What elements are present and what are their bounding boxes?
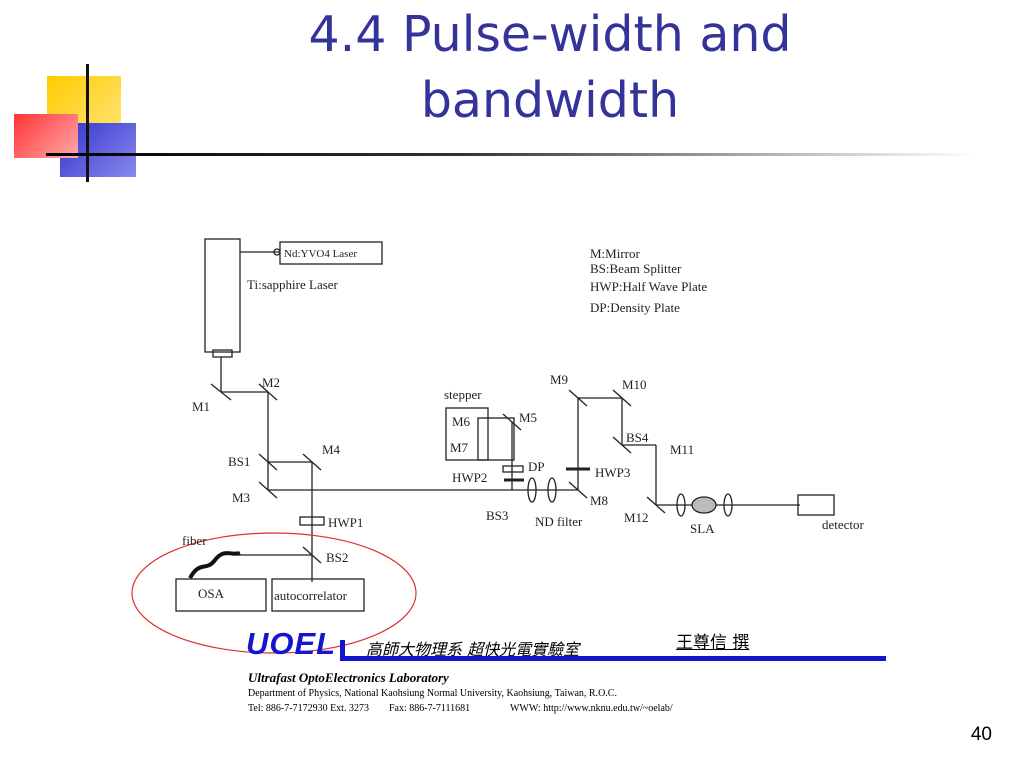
slide-title: 4.4 Pulse-width and bandwidth	[180, 2, 920, 134]
title-line-1: 4.4 Pulse-width and	[308, 6, 792, 63]
logo-hook	[340, 640, 345, 661]
legend-half-wave-plate: HWP:Half Wave Plate	[590, 279, 707, 294]
label-hwp1: HWP1	[328, 515, 363, 530]
label-m4: M4	[322, 442, 341, 457]
lab-banner: UOEL 高師大物理系 超快光電實驗室 王尊信 撰 Ultrafast Opto…	[244, 626, 894, 722]
osa-box	[175, 578, 267, 612]
label-m6: M6	[452, 414, 471, 429]
label-m2: M2	[262, 375, 280, 390]
label-hwp3: HWP3	[595, 465, 630, 480]
title-rule	[46, 153, 976, 156]
stepper-box	[445, 407, 489, 461]
author-name: 王尊信 撰	[676, 633, 750, 653]
label-m1: M1	[192, 399, 210, 414]
autocorrelator-box	[271, 578, 365, 612]
deco-vertical-line	[86, 64, 89, 182]
uoel-logo: UOEL	[246, 626, 337, 661]
label-osa: OSA	[198, 586, 225, 601]
label-nd-laser: Nd:YVO4 Laser	[284, 248, 357, 260]
page-number: 40	[970, 724, 992, 745]
label-m9: M9	[550, 372, 568, 387]
title-line-2: bandwidth	[420, 72, 680, 129]
label-m3: M3	[232, 490, 250, 505]
label-nd-filter: ND filter	[535, 514, 583, 529]
contact-info: Tel: 886-7-7172930 Ext. 3273 Fax: 886-7-…	[248, 703, 673, 714]
label-fiber: fiber	[182, 533, 207, 548]
label-m12: M12	[624, 510, 649, 525]
label-sla: SLA	[690, 521, 715, 536]
label-m11: M11	[670, 442, 694, 457]
deco-red-square	[14, 114, 78, 158]
legend-density-plate: DP:Density Plate	[590, 300, 680, 315]
label-stepper: stepper	[444, 387, 482, 402]
label-m8: M8	[590, 493, 608, 508]
lab-name-chinese: 高師大物理系 超快光電實驗室	[366, 640, 580, 659]
label-m5: M5	[519, 410, 537, 425]
highlight-ellipse	[131, 532, 417, 654]
logo-underline	[340, 656, 886, 661]
lab-name-english: Ultrafast OptoElectronics Laboratory	[248, 670, 449, 685]
label-dp: DP	[528, 459, 545, 474]
label-bs4: BS4	[626, 430, 649, 445]
detector-box	[797, 494, 835, 516]
label-m10: M10	[622, 377, 647, 392]
label-detector: detector	[822, 517, 865, 532]
label-bs3: BS3	[486, 508, 508, 523]
label-m7: M7	[450, 440, 469, 455]
legend-beam-splitter: BS:Beam Splitter	[590, 261, 682, 276]
fiber-line	[188, 551, 241, 580]
label-bs2: BS2	[326, 550, 348, 565]
label-bs1: BS1	[228, 454, 250, 469]
label-ti-laser: Ti:sapphire Laser	[247, 277, 339, 292]
label-hwp2: HWP2	[452, 470, 487, 485]
legend-mirror: M:Mirror	[590, 246, 641, 261]
department-address: Department of Physics, National Kaohsiun…	[248, 688, 617, 699]
label-autocorrelator: autocorrelator	[274, 588, 348, 603]
ti-sapphire-laser-box	[204, 238, 241, 353]
